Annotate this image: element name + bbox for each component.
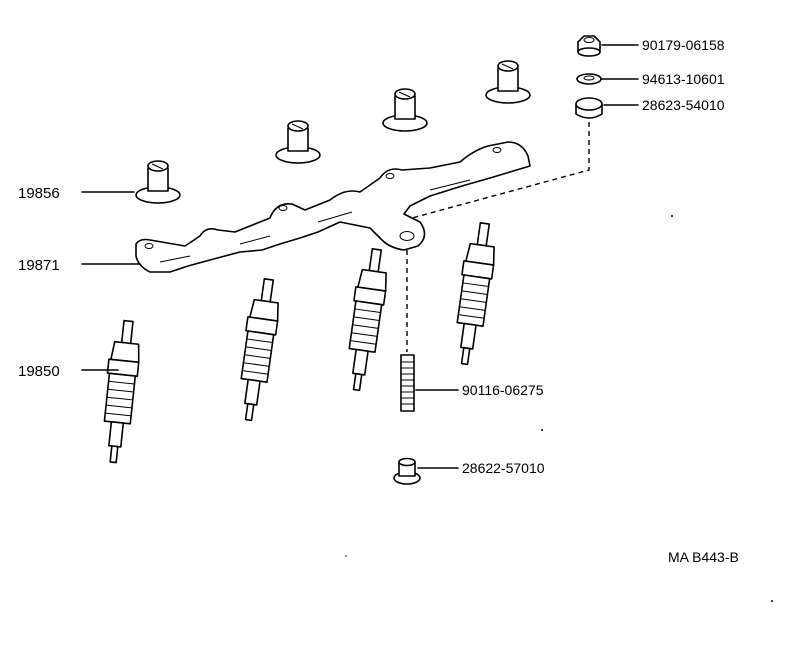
flanged-bushing <box>393 457 421 485</box>
insulator-cap-3 <box>382 88 428 132</box>
figure-code: MA B443-B <box>668 549 739 565</box>
glow-plug-4 <box>456 221 495 366</box>
glow-plug-2 <box>240 277 279 422</box>
scan-specks <box>345 215 773 602</box>
spacer-collar <box>575 97 603 119</box>
label-90179-06158: 90179-06158 <box>642 37 725 53</box>
label-28622-57010: 28622-57010 <box>462 460 545 476</box>
washer <box>576 73 602 85</box>
label-19871: 19871 <box>18 257 60 274</box>
insulator-cap-1 <box>135 160 181 204</box>
label-28623-54010: 28623-54010 <box>642 97 725 113</box>
connector-bar <box>135 141 531 273</box>
glow-plug-3 <box>348 247 387 392</box>
label-19850: 19850 <box>18 363 60 380</box>
label-19856: 19856 <box>18 185 60 202</box>
hex-nut <box>577 35 601 57</box>
assembly-line-top <box>411 122 590 219</box>
label-90116-06275: 90116-06275 <box>462 382 544 398</box>
insulator-cap-2 <box>275 120 321 164</box>
leader-lines <box>81 44 639 469</box>
stud-bolt <box>400 354 415 412</box>
glow-plug-1 <box>103 319 140 464</box>
label-94613-10601: 94613-10601 <box>642 71 725 87</box>
insulator-cap-4 <box>485 60 531 104</box>
